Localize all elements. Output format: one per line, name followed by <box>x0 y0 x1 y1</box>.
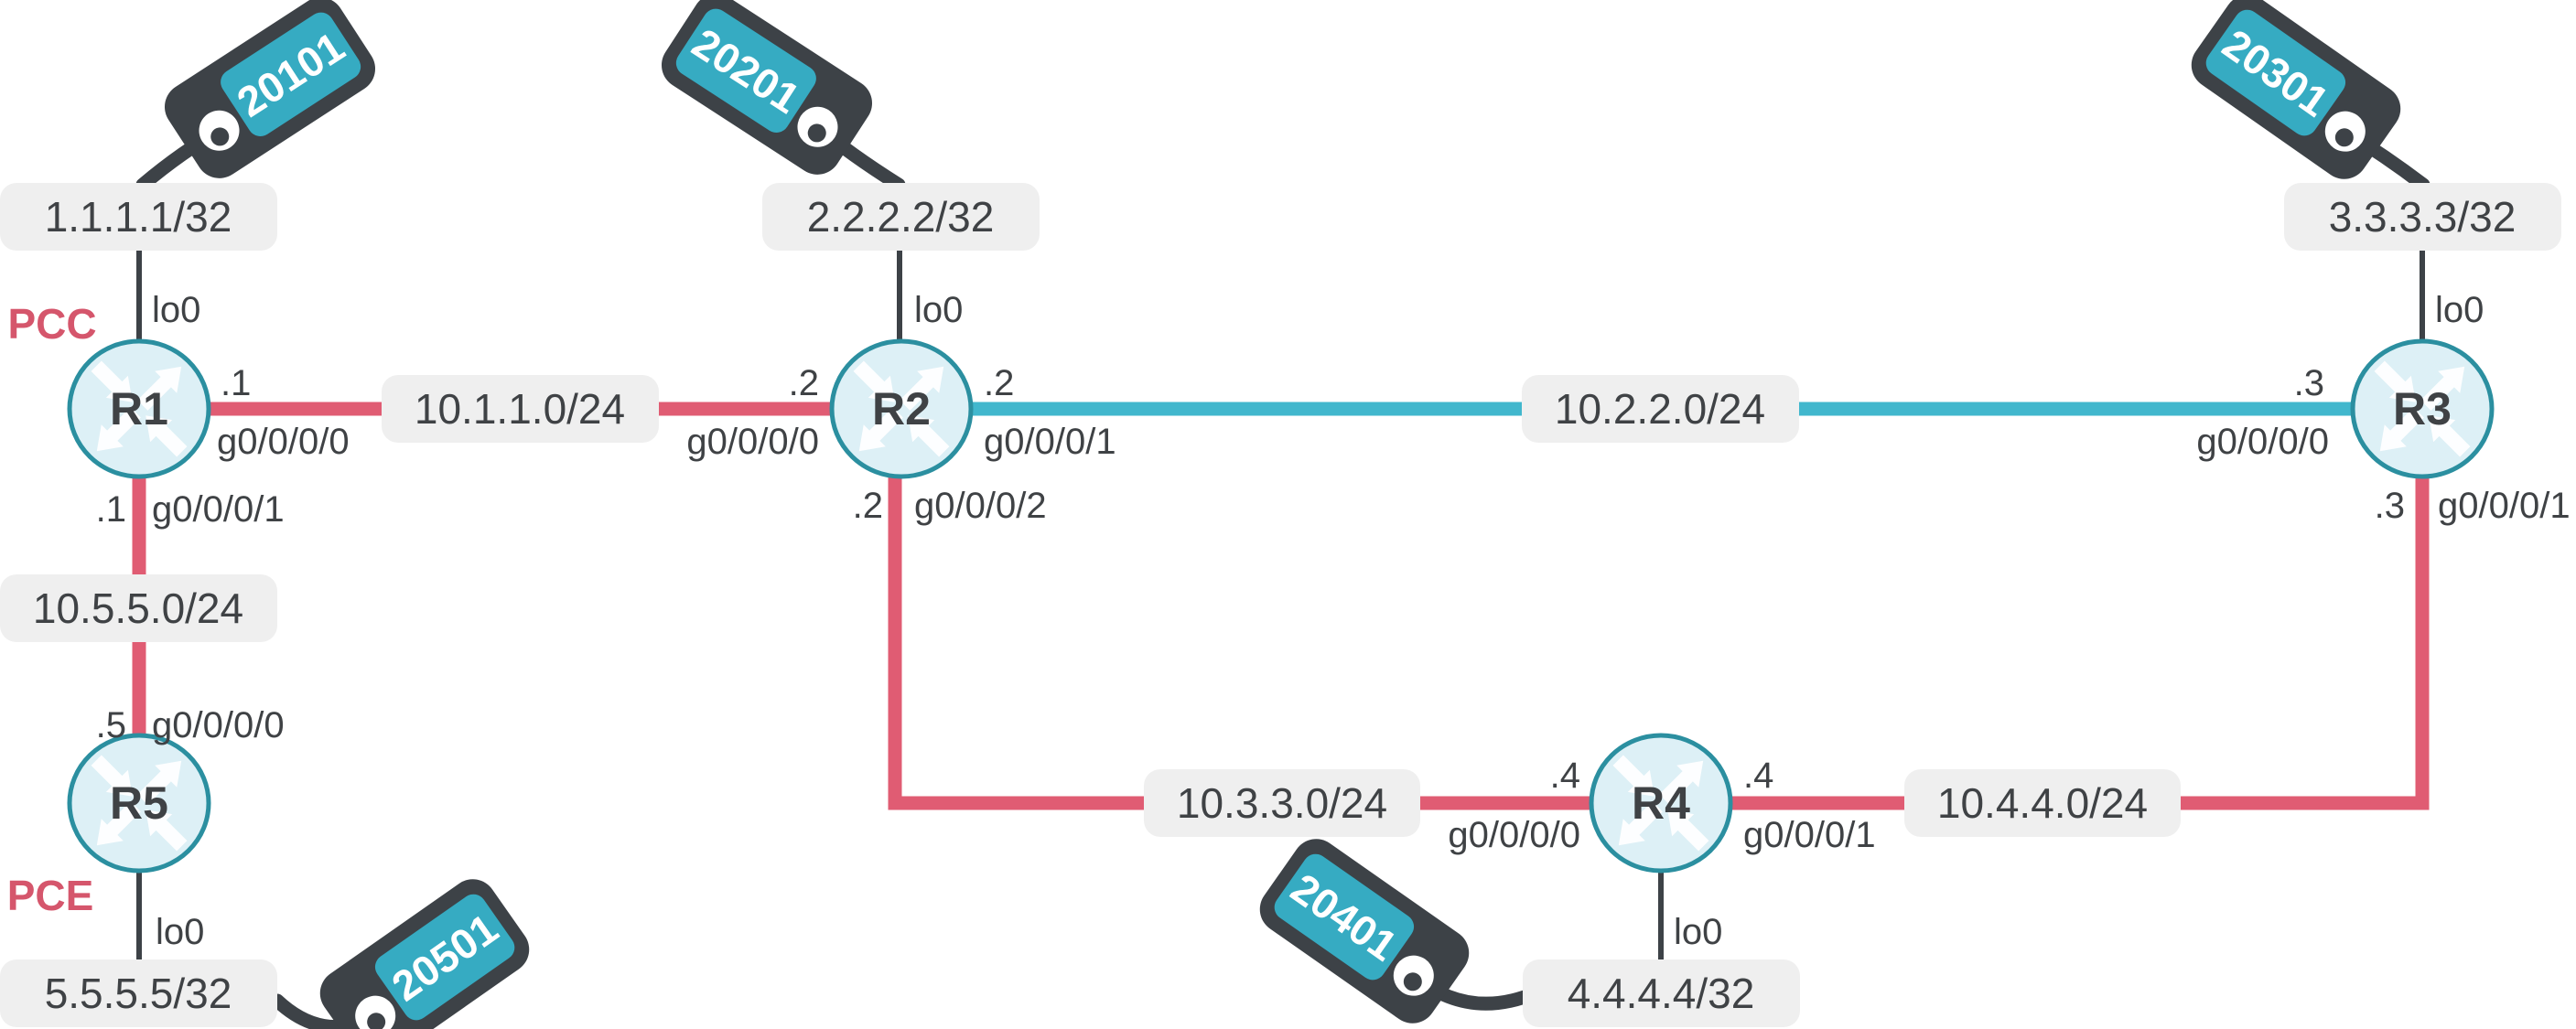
iface-label-r2-g0000: g0/0/0/0 <box>686 422 819 462</box>
loopback-pill-r2: 2.2.2.2/32 <box>762 183 1040 251</box>
subnet-pill-bg <box>1522 375 1799 443</box>
subnet-pill-10-1-1-0: 10.1.1.0/24 <box>382 375 659 443</box>
subnet-label: 10.4.4.0/24 <box>1937 779 2148 827</box>
role-label-pce: PCE <box>7 872 94 919</box>
loopback-pill-r4: 4.4.4.4/32 <box>1523 959 1800 1027</box>
subnet-pill-10-2-2-0: 10.2.2.0/24 <box>1522 375 1799 443</box>
loopback-ip: 5.5.5.5/32 <box>45 970 232 1017</box>
iface-label-r5-g0000: g0/0/0/0 <box>152 705 285 745</box>
loopback-pill-r5: 5.5.5.5/32 <box>0 959 277 1027</box>
loopback-ip: 1.1.1.1/32 <box>45 193 232 241</box>
tag-plate-icon <box>374 894 515 1021</box>
loopback-pill-bg <box>0 959 277 1027</box>
subnet-pill-10-4-4-0: 10.4.4.0/24 <box>1904 769 2181 837</box>
router-node-r2: R2 <box>832 341 971 477</box>
host-label-r2-g0001: .2 <box>984 363 1014 403</box>
loopback-iface-r1: lo0 <box>152 290 200 330</box>
tag-knot-icon <box>1403 972 1422 991</box>
subnet-label: 10.5.5.0/24 <box>33 584 243 632</box>
tag-plate-icon <box>2205 9 2346 136</box>
subnet-pill-10-3-3-0: 10.3.3.0/24 <box>1144 769 1420 837</box>
iface-label-r2-g0001: g0/0/0/1 <box>984 422 1116 462</box>
host-label-r1-g0000: .1 <box>221 363 251 403</box>
loopback-pill-bg <box>762 183 1040 251</box>
loopback-ip: 3.3.3.3/32 <box>2329 193 2517 241</box>
router-node-r5: R5 <box>70 735 209 871</box>
tag-plate-icon <box>1274 853 1415 981</box>
loopback-pill-bg <box>1523 959 1800 1027</box>
loopback-pill-bg <box>0 183 277 251</box>
tag-20101: 20101 <box>164 0 376 178</box>
tag-knot-icon <box>2334 128 2354 147</box>
host-label-r2-g0000: .2 <box>789 363 819 403</box>
iface-label-r4-g0000: g0/0/0/0 <box>1448 815 1580 855</box>
loopback-ip: 4.4.4.4/32 <box>1568 970 1755 1017</box>
iface-label-r2-g0002: g0/0/0/2 <box>914 486 1047 526</box>
host-label-r3-g0001: .3 <box>2375 486 2405 526</box>
link-line-r2-subnet3 <box>888 475 1144 810</box>
tag-20301: 20301 <box>2191 0 2401 179</box>
tag-plate-icon <box>675 8 816 133</box>
host-label-r4-g0001: .4 <box>1743 756 1773 796</box>
iface-label-r1-g0001: g0/0/0/1 <box>152 489 285 530</box>
loopback-pill-r3: 3.3.3.3/32 <box>2284 183 2561 251</box>
router-name: R3 <box>2393 383 2452 434</box>
router-name: R2 <box>872 383 931 434</box>
loopback-pill-bg <box>2284 183 2561 251</box>
subnet-label: 10.2.2.0/24 <box>1555 385 1765 433</box>
subnet-pill-10-5-5-0: 10.5.5.0/24 <box>0 574 277 642</box>
router-name: R5 <box>110 777 168 829</box>
loopback-iface-r3: lo0 <box>2435 290 2484 330</box>
subnet-label: 10.3.3.0/24 <box>1177 779 1387 827</box>
tag-knot-icon <box>807 123 826 143</box>
iface-label-r4-g0001: g0/0/0/1 <box>1743 815 1876 855</box>
tag-20501: 20501 <box>319 879 530 1029</box>
router-node-r4: R4 <box>1591 735 1730 871</box>
tag-20401: 20401 <box>1259 839 1470 1024</box>
tag-knot-icon <box>367 1013 386 1029</box>
iface-label-r3-g0001: g0/0/0/1 <box>2438 486 2571 526</box>
iface-label-r1-g0000: g0/0/0/0 <box>217 422 350 462</box>
tag-plate-icon <box>221 12 361 136</box>
router-node-r1: R1 <box>70 341 209 477</box>
host-label-r1-g0001: .1 <box>96 489 126 530</box>
router-name: R1 <box>110 383 168 434</box>
loopback-pill-r1: 1.1.1.1/32 <box>0 183 277 251</box>
subnet-label: 10.1.1.0/24 <box>415 385 625 433</box>
loopback-ip: 2.2.2.2/32 <box>807 193 995 241</box>
loopback-iface-r2: lo0 <box>914 290 963 330</box>
host-label-r4-g0000: .4 <box>1550 756 1580 796</box>
tag-knot-icon <box>210 127 230 146</box>
iface-label-r3-g0000: g0/0/0/0 <box>2196 422 2329 462</box>
loopback-iface-r5: lo0 <box>156 912 204 952</box>
subnet-pill-bg <box>1904 769 2181 837</box>
subnet-pill-bg <box>1144 769 1420 837</box>
host-label-r5-g0000: .5 <box>96 705 126 745</box>
loopback-iface-r4: lo0 <box>1674 912 1722 952</box>
link-line-subnet4-r3 <box>2179 475 2430 810</box>
router-name: R4 <box>1632 777 1690 829</box>
tag-20201: 20201 <box>661 0 873 175</box>
host-label-r3-g0000: .3 <box>2294 363 2324 403</box>
subnet-pill-bg <box>0 574 277 642</box>
host-label-r2-g0002: .2 <box>853 486 883 526</box>
subnet-pill-bg <box>382 375 659 443</box>
role-label-pcc: PCC <box>7 300 96 348</box>
router-node-r3: R3 <box>2353 341 2492 477</box>
